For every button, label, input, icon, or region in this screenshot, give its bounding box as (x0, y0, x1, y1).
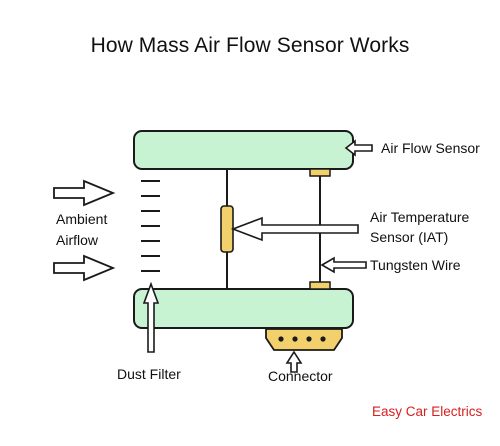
iat-label-line2: Sensor (IAT) (370, 229, 449, 245)
wire-top-mount (309, 168, 331, 177)
sensor-housing-bottom (133, 288, 354, 329)
wire-bottom-mount (309, 281, 331, 290)
dust-filter-label: Dust Filter (117, 366, 181, 382)
iat-label-line1: Air Temperature (370, 209, 470, 225)
airflow-arrow-upper (53, 179, 116, 207)
tungsten-wire-label: Tungsten Wire (370, 257, 461, 273)
dust-filter (141, 180, 160, 272)
connector-label: Connector (268, 368, 333, 384)
credit-text: Easy Car Electrics (372, 404, 483, 419)
ambient-label-line2: Airflow (56, 232, 99, 248)
connector-pointer (285, 350, 303, 373)
connector (265, 328, 343, 351)
sensor-housing-top (133, 130, 354, 170)
airflow-arrow-lower (53, 254, 116, 282)
air-flow-sensor-pointer (344, 139, 373, 157)
ambient-label-line1: Ambient (56, 211, 108, 227)
air-flow-sensor-label: Air Flow Sensor (381, 140, 480, 156)
tungsten-wire-pointer (320, 256, 367, 274)
iat-pointer (230, 216, 359, 242)
diagram-title: How Mass Air Flow Sensor Works (90, 34, 410, 57)
dust-filter-pointer (142, 281, 160, 353)
